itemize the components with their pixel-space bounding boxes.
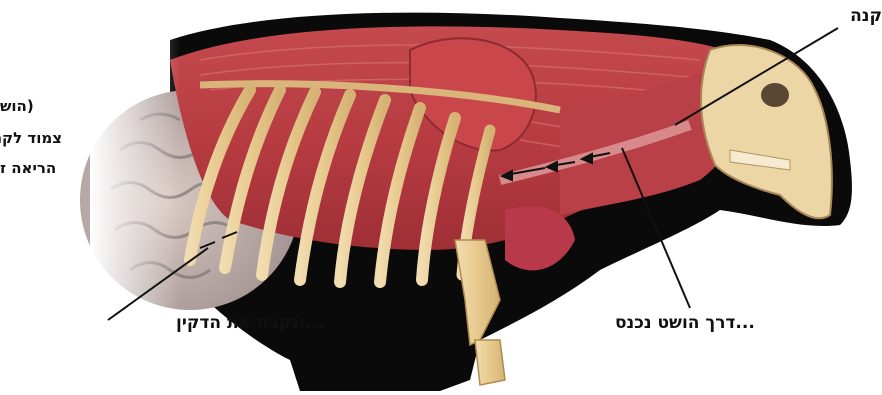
skewer-enters-label: ...דרך הושט נכנס (615, 313, 755, 333)
side-note-line-1: (הוש (0, 96, 36, 116)
side-note-line-2: צמוד לקנ (0, 128, 62, 148)
trachea-label: קנה (850, 6, 882, 26)
pierce-diaphragm-label: ...ונקבה את הדקין (176, 313, 324, 333)
eye-socket (761, 83, 789, 107)
side-note-line-3: הריאה ז (0, 158, 60, 178)
